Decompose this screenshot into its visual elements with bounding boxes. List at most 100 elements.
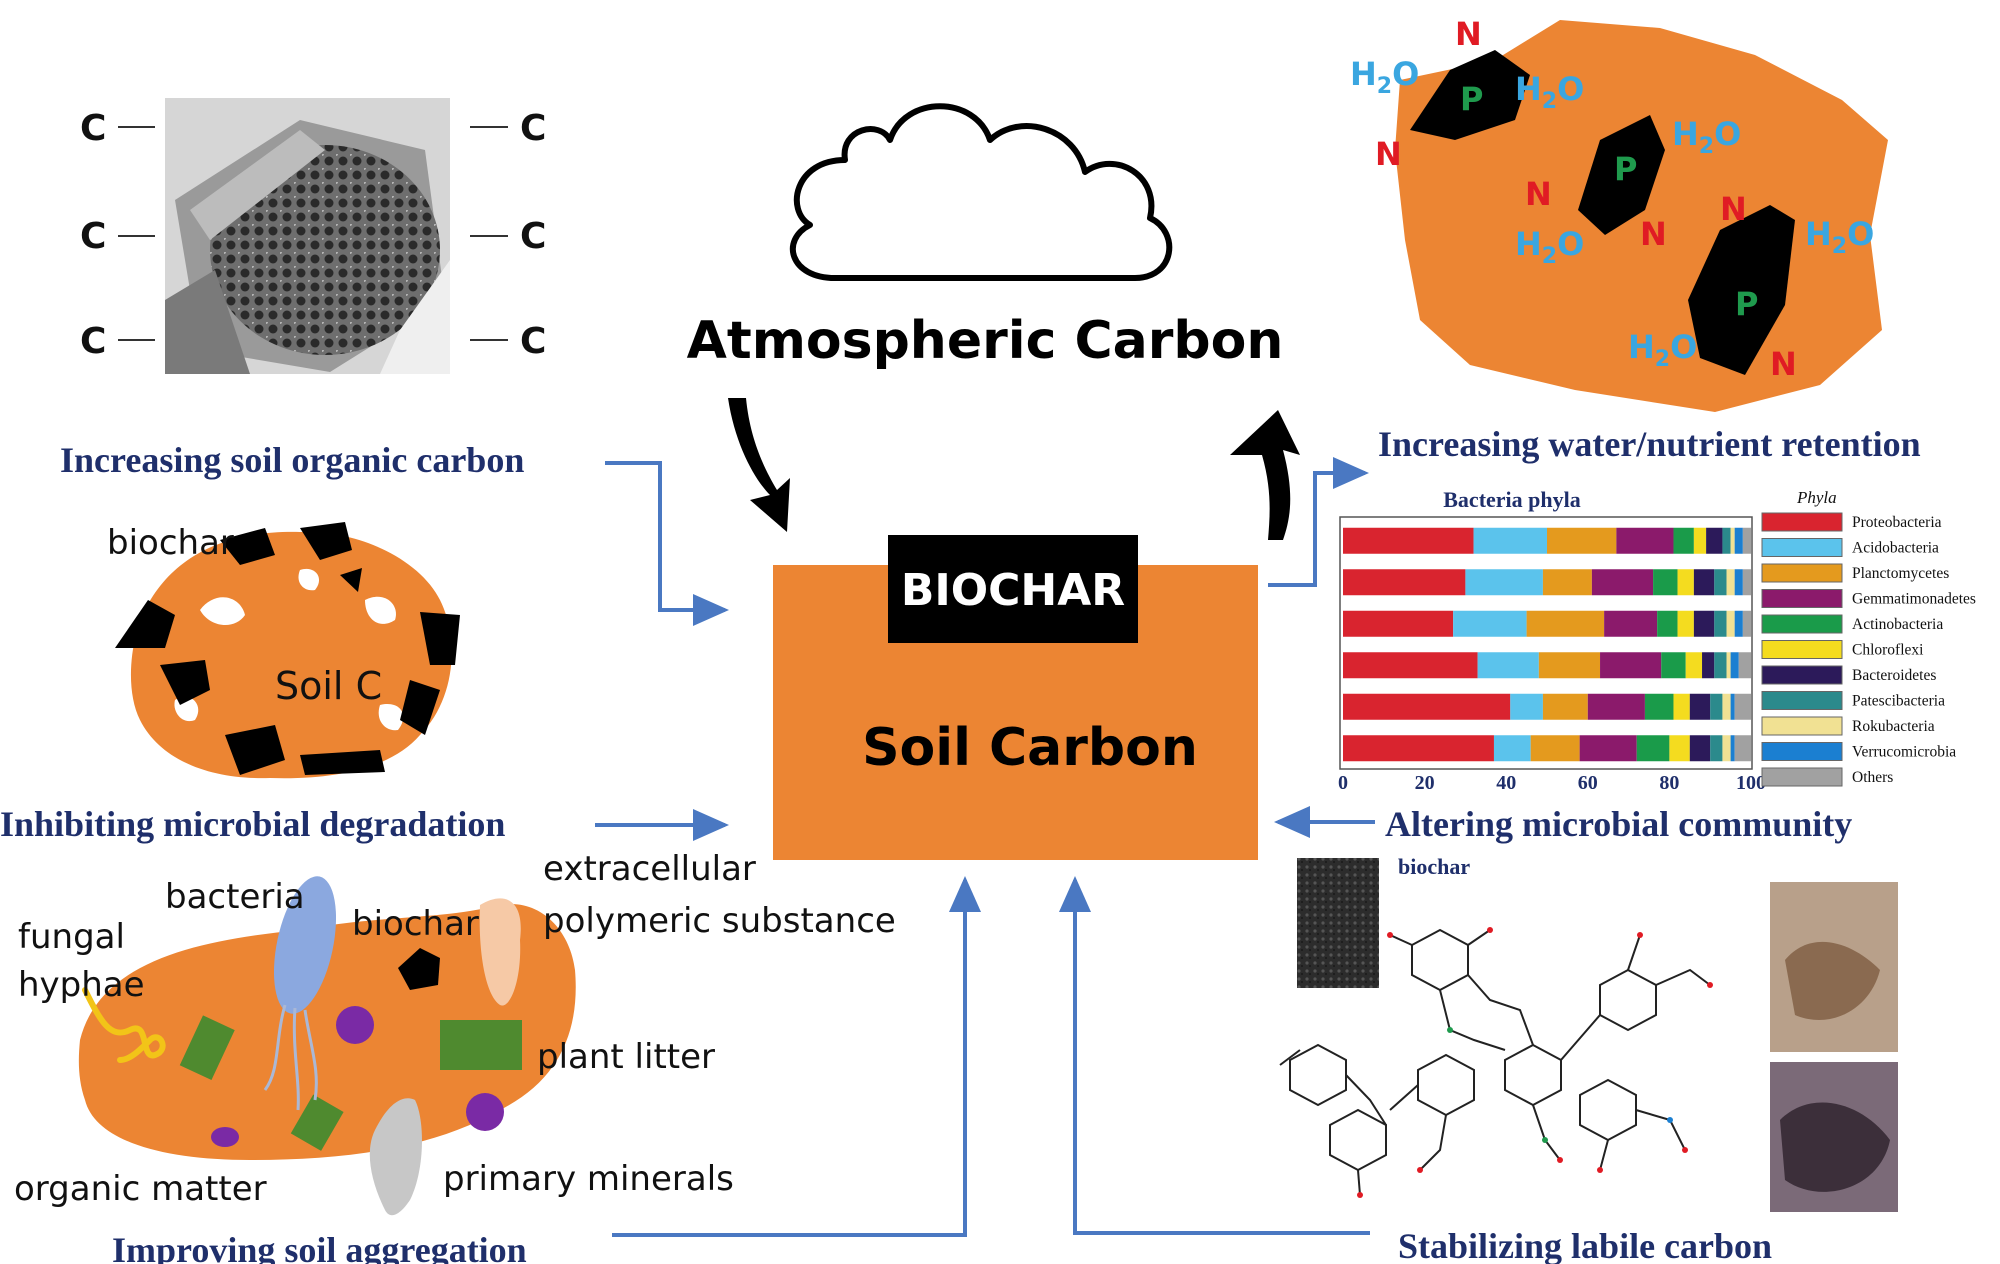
aggregation-arrow (612, 876, 981, 1237)
bar-segment-planctomycetes-row-3 (1526, 610, 1605, 637)
eps-icon (479, 898, 521, 1006)
bar-segment-actinobacteria-row-4 (1661, 652, 1686, 679)
nitrogen-label: N (1455, 15, 1482, 53)
organic-matter-icon (466, 1093, 504, 1131)
bar-segment-gemmatimonadetes-row-3 (1604, 610, 1658, 637)
water-panel: P P P N N N N N N H2O H2O H2O H2O H2O H2… (1350, 15, 1888, 412)
bar-segment-actinobacteria-row-6 (1636, 735, 1670, 762)
biochar-particle (220, 528, 275, 565)
bar-segment-planctomycetes-row-2 (1542, 569, 1592, 596)
mechanism-labile-label: Stabilizing labile carbon (1398, 1226, 1772, 1264)
organic-matter-icon (336, 1006, 374, 1044)
bar-segment-acidobacteria-row-5 (1510, 693, 1543, 720)
bar-segment-planctomycetes-row-1 (1547, 527, 1617, 554)
organic-matter-icon (211, 1127, 239, 1147)
carbon-atom-l2: C (80, 216, 106, 257)
legend-swatch-verrucomicrobia (1761, 742, 1843, 761)
bar-segment-proteobacteria-row-6 (1343, 735, 1494, 762)
bar-segment-bacteroidetes-row-1 (1706, 527, 1723, 554)
biochar-particle (300, 750, 385, 775)
bar-segment-patescibacteria-row-5 (1710, 693, 1723, 720)
x-tick-label: 60 (1578, 772, 1598, 794)
bar-segment-chloroflexi-row-2 (1677, 569, 1694, 596)
bar-segment-bacteroidetes-row-6 (1689, 735, 1711, 762)
bar-segment-gemmatimonadetes-row-5 (1587, 693, 1645, 720)
nitrogen-label: N (1375, 135, 1402, 173)
bar-segment-gemmatimonadetes-row-1 (1616, 527, 1674, 554)
carbon-atom-l1: C (80, 108, 106, 149)
atom-markers (1357, 927, 1713, 1198)
bar-segment-verrucomicrobia-row-3 (1734, 610, 1743, 637)
bar-segment-proteobacteria-row-2 (1343, 569, 1466, 596)
mechanism-aggregation-label: Improving soil aggregation (112, 1230, 527, 1264)
bar-segment-chloroflexi-row-4 (1685, 652, 1703, 679)
labile-panel: biochar (1279, 854, 1898, 1212)
legend-label-planctomycetes: Planctomycetes (1852, 565, 1949, 582)
plant-litter-icon (290, 1094, 344, 1151)
biochar-particle (340, 568, 362, 592)
bar-segment-actinobacteria-row-5 (1644, 693, 1674, 720)
bar-segment-chloroflexi-row-6 (1669, 735, 1690, 762)
phosphorus-label: P (1614, 150, 1637, 188)
water-label: H2O (1628, 328, 1697, 372)
mechanism-soc-label: Increasing soil organic carbon (60, 440, 524, 480)
bar-segment-others-row-1 (1742, 527, 1751, 554)
bar-segment-proteobacteria-row-4 (1343, 652, 1478, 679)
bar-segment-proteobacteria-row-3 (1343, 610, 1454, 637)
chart-bars (1343, 527, 1751, 762)
bar-segment-verrucomicrobia-row-4 (1730, 652, 1739, 679)
legend-title: Phyla (1796, 488, 1837, 507)
bar-segment-acidobacteria-row-4 (1477, 652, 1539, 679)
aggregation-panel: fungal hyphae bacteria biochar extracell… (14, 849, 896, 1216)
legend-swatch-planctomycetes (1761, 563, 1843, 583)
carbon-influx-arrow (728, 398, 790, 532)
bar-segment-actinobacteria-row-1 (1673, 527, 1694, 554)
legend-label-others: Others (1852, 769, 1893, 786)
legend-label-chloroflexi: Chloroflexi (1852, 642, 1924, 659)
legend-label-actinobacteria: Actinobacteria (1852, 616, 1943, 633)
bar-segment-rokubacteria-row-3 (1726, 610, 1735, 637)
legend-swatch-gemmatimonadetes (1761, 589, 1843, 608)
soil-aggregate-shape (78, 904, 576, 1160)
bar-segment-acidobacteria-row-3 (1453, 610, 1527, 637)
molecular-structure (1279, 928, 1711, 1196)
bar-segment-verrucomicrobia-row-1 (1734, 527, 1743, 554)
biochar-particle (160, 660, 210, 705)
bar-segment-chloroflexi-row-3 (1677, 610, 1694, 637)
atmospheric-carbon-label: Atmospheric Carbon (687, 311, 1284, 371)
biochar-particle (225, 725, 285, 775)
bar-segment-gemmatimonadetes-row-6 (1579, 735, 1637, 762)
legend-label-gemmatimonadetes: Gemmatimonadetes (1852, 591, 1976, 608)
water-label: H2O (1515, 225, 1584, 269)
bar-segment-patescibacteria-row-4 (1714, 652, 1727, 679)
bar-segment-others-row-6 (1734, 735, 1751, 762)
carbon-atom-l3: C (80, 321, 106, 362)
x-tick-label: 80 (1659, 772, 1679, 794)
bar-segment-proteobacteria-row-5 (1343, 693, 1511, 720)
legend-swatch-patescibacteria (1761, 691, 1843, 710)
bar-segment-planctomycetes-row-6 (1530, 735, 1580, 762)
organic-matter-label: organic matter (14, 1169, 267, 1209)
bar-segment-gemmatimonadetes-row-4 (1600, 652, 1662, 679)
soil-c-label: Soil C (275, 664, 382, 708)
bar-segment-verrucomicrobia-row-5 (1730, 693, 1735, 720)
bar-segment-others-row-3 (1742, 610, 1751, 637)
biochar-label: biochar (107, 523, 234, 563)
water-label: H2O (1350, 55, 1419, 99)
water-label: H2O (1515, 70, 1584, 114)
bar-segment-patescibacteria-row-1 (1722, 527, 1731, 554)
soil-aggregate-shape (130, 531, 452, 779)
bar-segment-bacteroidetes-row-2 (1693, 569, 1715, 596)
bar-segment-rokubacteria-row-4 (1726, 652, 1731, 679)
polymeric-label: polymeric substance (543, 901, 896, 941)
mineral-icon (369, 1098, 422, 1216)
x-tick-label: 20 (1415, 772, 1435, 794)
bar-segment-others-row-5 (1734, 693, 1751, 720)
cloud-icon (789, 103, 1173, 281)
biochar-photo (1297, 858, 1379, 988)
water-arrow (1268, 457, 1369, 587)
bacteria-icon (273, 876, 337, 1014)
soil-carbon-label: Soil Carbon (862, 718, 1198, 778)
nitrogen-label: N (1720, 190, 1747, 228)
